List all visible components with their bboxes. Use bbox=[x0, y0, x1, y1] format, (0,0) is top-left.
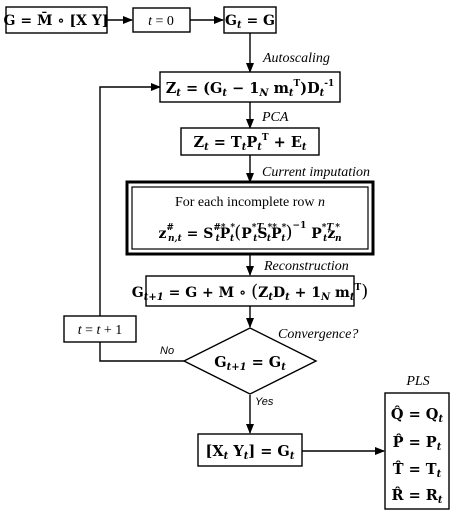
pca-box: Zt = TtPtT + Et bbox=[180, 127, 320, 156]
svg-text:Gt+1 = Gt: Gt+1 = Gt bbox=[214, 354, 286, 373]
init-t-box: t = 0 bbox=[132, 7, 191, 33]
impute-box: For each incomplete row n z#n,t = S#*tP*… bbox=[125, 180, 375, 256]
label-pca: PCA bbox=[261, 110, 289, 125]
autoscale-box: Zt = (Gt − 1N mtT)Dt-1 bbox=[159, 71, 341, 103]
final-box: [Xt Yt] = Gt bbox=[197, 433, 303, 467]
impute-header: For each incomplete row n bbox=[175, 195, 325, 210]
label-reconstruction: Reconstruction bbox=[263, 259, 349, 274]
svg-text:t = 0: t = 0 bbox=[148, 14, 174, 29]
init-g-box: Gt = G bbox=[223, 6, 277, 34]
label-imputation: Current imputation bbox=[262, 165, 370, 180]
label-pls: PLS bbox=[405, 374, 429, 389]
svg-text:Gt = G: Gt = G bbox=[225, 13, 275, 31]
svg-text:R̂ = Rt: R̂ = Rt bbox=[392, 486, 443, 506]
reconstruct-box: Gt+1 = G + M ∘ (ZtDt + 1N mtT) bbox=[132, 275, 368, 307]
svg-text:G = M̄ ∘ [X Y]: G = M̄ ∘ [X Y] bbox=[4, 10, 109, 29]
svg-text:Q̂ = Qt: Q̂ = Qt bbox=[391, 405, 444, 425]
decision-diamond: Gt+1 = Gt bbox=[182, 327, 318, 395]
pls-box: Q̂ = Qt P̂ = Pt T̂ = Tt R̂ = Rt bbox=[384, 392, 450, 510]
label-autoscaling: Autoscaling bbox=[262, 51, 330, 66]
svg-text:Zt = (Gt − 1N mtT)Dt-1: Zt = (Gt − 1N mtT)Dt-1 bbox=[166, 79, 335, 99]
svg-text:Gt+1 = G + M ∘ (ZtDt + 1N mtT): Gt+1 = G + M ∘ (ZtDt + 1N mtT) bbox=[132, 281, 368, 303]
svg-text:[Xt Yt] = Gt: [Xt Yt] = Gt bbox=[206, 443, 295, 462]
edge-increment-loop bbox=[99, 83, 161, 316]
start-box: G = M̄ ∘ [X Y] bbox=[4, 6, 109, 34]
label-yes: Yes bbox=[255, 396, 274, 408]
svg-text:Zt = TtPtT + Et: Zt = TtPtT + Et bbox=[193, 133, 306, 153]
label-no: No bbox=[160, 345, 174, 357]
svg-text:t = t + 1: t = t + 1 bbox=[78, 323, 123, 338]
svg-text:P̂ = Pt: P̂ = Pt bbox=[393, 433, 442, 453]
edge-decision-no bbox=[99, 342, 184, 362]
svg-text:T̂ = Tt: T̂ = Tt bbox=[393, 460, 442, 480]
label-convergence: Convergence? bbox=[278, 327, 358, 342]
increment-box: t = t + 1 bbox=[63, 315, 137, 343]
edges bbox=[99, 16, 385, 455]
